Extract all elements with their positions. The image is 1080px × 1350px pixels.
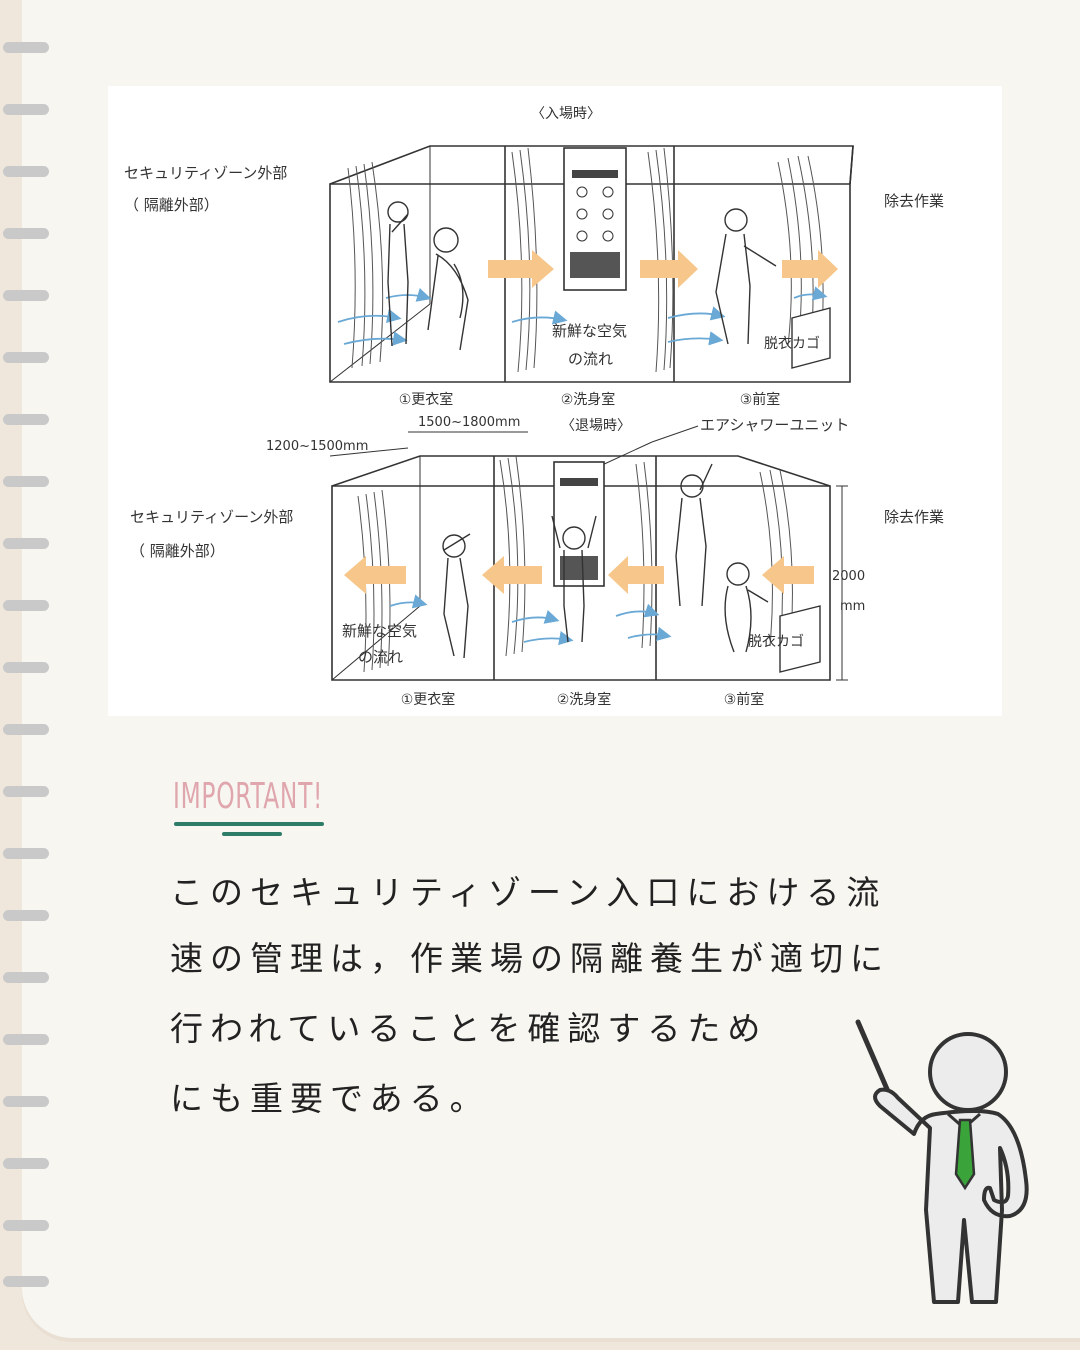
teacher-illustration [840,1010,1040,1324]
fresh-air-bottom-1: 新鮮な空気 [342,622,417,640]
workers-bottom [442,463,769,659]
air-shower-unit-bottom [553,461,605,587]
security-zone-diagram: 〈入場時〉 セキュリティゾーン外部 （ 隔離外部） 除去作業 [108,86,1002,716]
dim-line-1 [329,447,409,457]
body-line-3: 行われていることを確認するため [170,1009,768,1048]
binder-ring [3,290,49,301]
room-label-top-2: ②洗身室 [561,391,616,408]
orange-arrows-top [488,250,838,288]
air-shower-leader-2 [599,441,653,467]
pointer-stick [855,1019,893,1099]
room-label-bottom-1: ①更衣室 [401,691,456,708]
air-shower-unit-top [563,147,627,291]
heading-underline [174,822,324,826]
fresh-air-top-1: 新鮮な空気 [552,322,627,340]
binder-ring [3,1096,49,1107]
blue-airflow-top [337,286,828,346]
outside-sub-bottom: （ 隔離外部） [130,542,225,560]
binder-ring [3,972,49,983]
binder-ring [3,662,49,673]
basket-label-bottom: 脱衣カゴ [748,633,804,650]
dim-width-1: 1200~1500mm [266,439,368,454]
binder-ring [3,1034,49,1045]
air-shower-unit-label: エアシャワーユニット [700,416,849,434]
important-heading: IMPORTANT! [173,776,324,817]
workers-top [387,201,777,351]
binder-ring [3,42,49,53]
top-title: 〈入場時〉 [531,106,601,122]
teacher-body [873,1087,1029,1304]
binder-ring [3,538,49,549]
binder-ring [3,228,49,239]
dim-height-unit: mm [840,599,865,614]
binder-ring [3,1276,49,1287]
outside-sub-top: （ 隔離外部） [124,196,219,214]
teacher-head [928,1032,1008,1112]
room-label-bottom-2: ②洗身室 [557,691,612,708]
orange-arrows-bottom [344,556,814,594]
binder-ring [3,414,49,425]
basket-top [791,307,831,369]
fresh-air-bottom-2: の流れ [358,648,403,666]
basket-bottom [779,605,821,673]
work-label-top: 除去作業 [884,192,944,210]
room-label-top-3: ③前室 [740,391,781,408]
bottom-title: 〈退場時〉 [561,418,631,434]
work-label-bottom: 除去作業 [884,508,944,526]
room-label-bottom-3: ③前室 [724,691,765,708]
outside-label-top: セキュリティゾーン外部 [124,164,287,182]
binder-ring [3,104,49,115]
binder-ring [3,724,49,735]
room-label-top-1: ①更衣室 [399,391,454,408]
dim-height [836,485,848,681]
body-line-4: にも重要である。 [170,1079,490,1118]
binder-ring [3,166,49,177]
binder-ring [3,476,49,487]
heading-underline-short [222,832,282,836]
basket-label-top: 脱衣カゴ [764,335,820,352]
binder-ring [3,352,49,363]
binder-ring [3,848,49,859]
blue-airflow-bottom [389,594,672,646]
dim-width-2: 1500~1800mm [418,415,520,430]
binder-ring [3,786,49,797]
binder-ring [3,1220,49,1231]
dim-height-value: 2000 [832,569,865,584]
green-tie [954,1118,976,1191]
binder-ring [3,600,49,611]
body-line-2: 速の管理は，作業場の隔離養生が適切に [170,939,890,978]
fresh-air-top-2: の流れ [568,350,613,368]
air-shower-leader [651,425,699,443]
body-line-1: このセキュリティゾーン入口における流 [170,873,887,912]
binder-ring [3,1158,49,1169]
binder-ring [3,910,49,921]
outside-label-bottom: セキュリティゾーン外部 [130,508,293,526]
